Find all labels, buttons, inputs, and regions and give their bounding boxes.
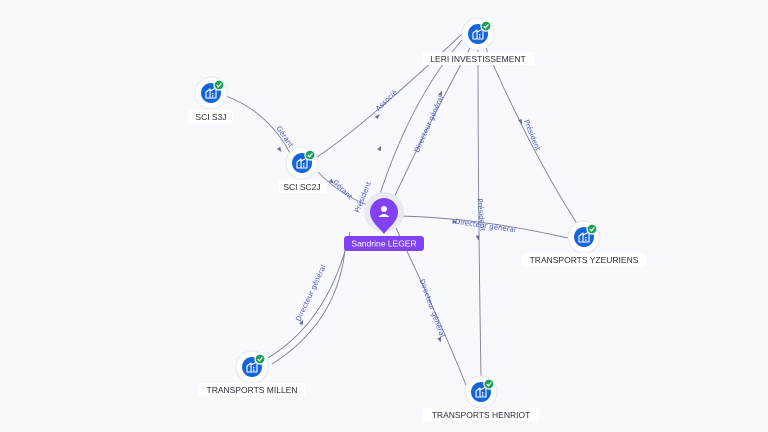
edge-label: Gérant (331, 178, 354, 201)
edge-arrow-icon (299, 319, 304, 326)
edge-center-leri[interactable]: Directeur général (391, 47, 471, 203)
edge-line (391, 47, 471, 203)
edge-henriot-leri[interactable]: Président (475, 49, 487, 377)
edge-sci-sc2j-sci-s3j[interactable]: Gérant (225, 95, 295, 154)
verified-check-icon (483, 378, 495, 390)
edge-arrow-icon (374, 114, 380, 120)
verified-check-icon (254, 353, 266, 365)
edge-line (267, 231, 351, 359)
company-node-henriot[interactable]: TRANSPORTS HENRIOT (423, 375, 539, 421)
edge-arrow-icon (276, 146, 282, 153)
company-node-sci-s3j[interactable]: SCI S3J (189, 76, 233, 123)
company-label-sci-s3j: SCI S3J (195, 112, 226, 122)
edge-yzeuriens-leri[interactable]: Président (485, 47, 577, 223)
company-node-yzeuriens[interactable]: TRANSPORTS YZEURIENS (522, 220, 646, 266)
edge-line (477, 49, 482, 377)
company-node-leri[interactable]: LERI INVESTISSEMENT (422, 17, 534, 65)
edge-label: Gérant (274, 125, 295, 150)
verified-check-icon (480, 20, 492, 32)
edge-arrow-icon (518, 118, 522, 125)
edge-arrow-icon (328, 178, 334, 184)
edge-line (225, 95, 291, 154)
center-person-label: Sandrine LEGER (351, 239, 416, 249)
edge-line (485, 47, 577, 223)
person-icon (378, 206, 390, 217)
verified-check-icon (586, 223, 598, 235)
company-node-sci-sc2j[interactable]: SCI SC2J (278, 146, 326, 193)
edge-label: Président (475, 198, 486, 232)
edge-millen-center[interactable]: Directeur général (267, 231, 351, 359)
verified-check-icon (213, 79, 225, 91)
edge-label: Directeur général (413, 94, 445, 153)
edge-arrow-icon (452, 219, 458, 224)
company-label-leri: LERI INVESTISSEMENT (430, 54, 525, 64)
company-label-millen: TRANSPORTS MILLEN (206, 385, 297, 395)
verified-check-icon (304, 149, 316, 161)
edge-label: Directeur général (295, 264, 328, 323)
edge-arrow-icon (377, 145, 381, 152)
edge-arrow-icon (475, 235, 480, 241)
edge-arrow-icon (437, 336, 442, 343)
edge-label: Associé (374, 88, 399, 112)
edge-line (317, 171, 371, 207)
company-label-sci-sc2j: SCI SC2J (283, 182, 320, 192)
edge-label: Directeur général (418, 278, 447, 338)
edge-arrow-icon (438, 90, 443, 97)
company-node-millen[interactable]: TRANSPORTS MILLEN (198, 350, 306, 396)
edge-center-henriot[interactable]: Directeur général (395, 227, 467, 386)
edge-line-secondary (271, 237, 347, 365)
person-node-center[interactable]: Sandrine LEGER (344, 192, 424, 251)
edge-line (399, 215, 569, 239)
edge-label: Président (522, 119, 542, 153)
company-label-yzeuriens: TRANSPORTS YZEURIENS (530, 255, 639, 265)
edge-center-leri[interactable]: Président (353, 39, 463, 214)
company-label-henriot: TRANSPORTS HENRIOT (432, 410, 531, 420)
